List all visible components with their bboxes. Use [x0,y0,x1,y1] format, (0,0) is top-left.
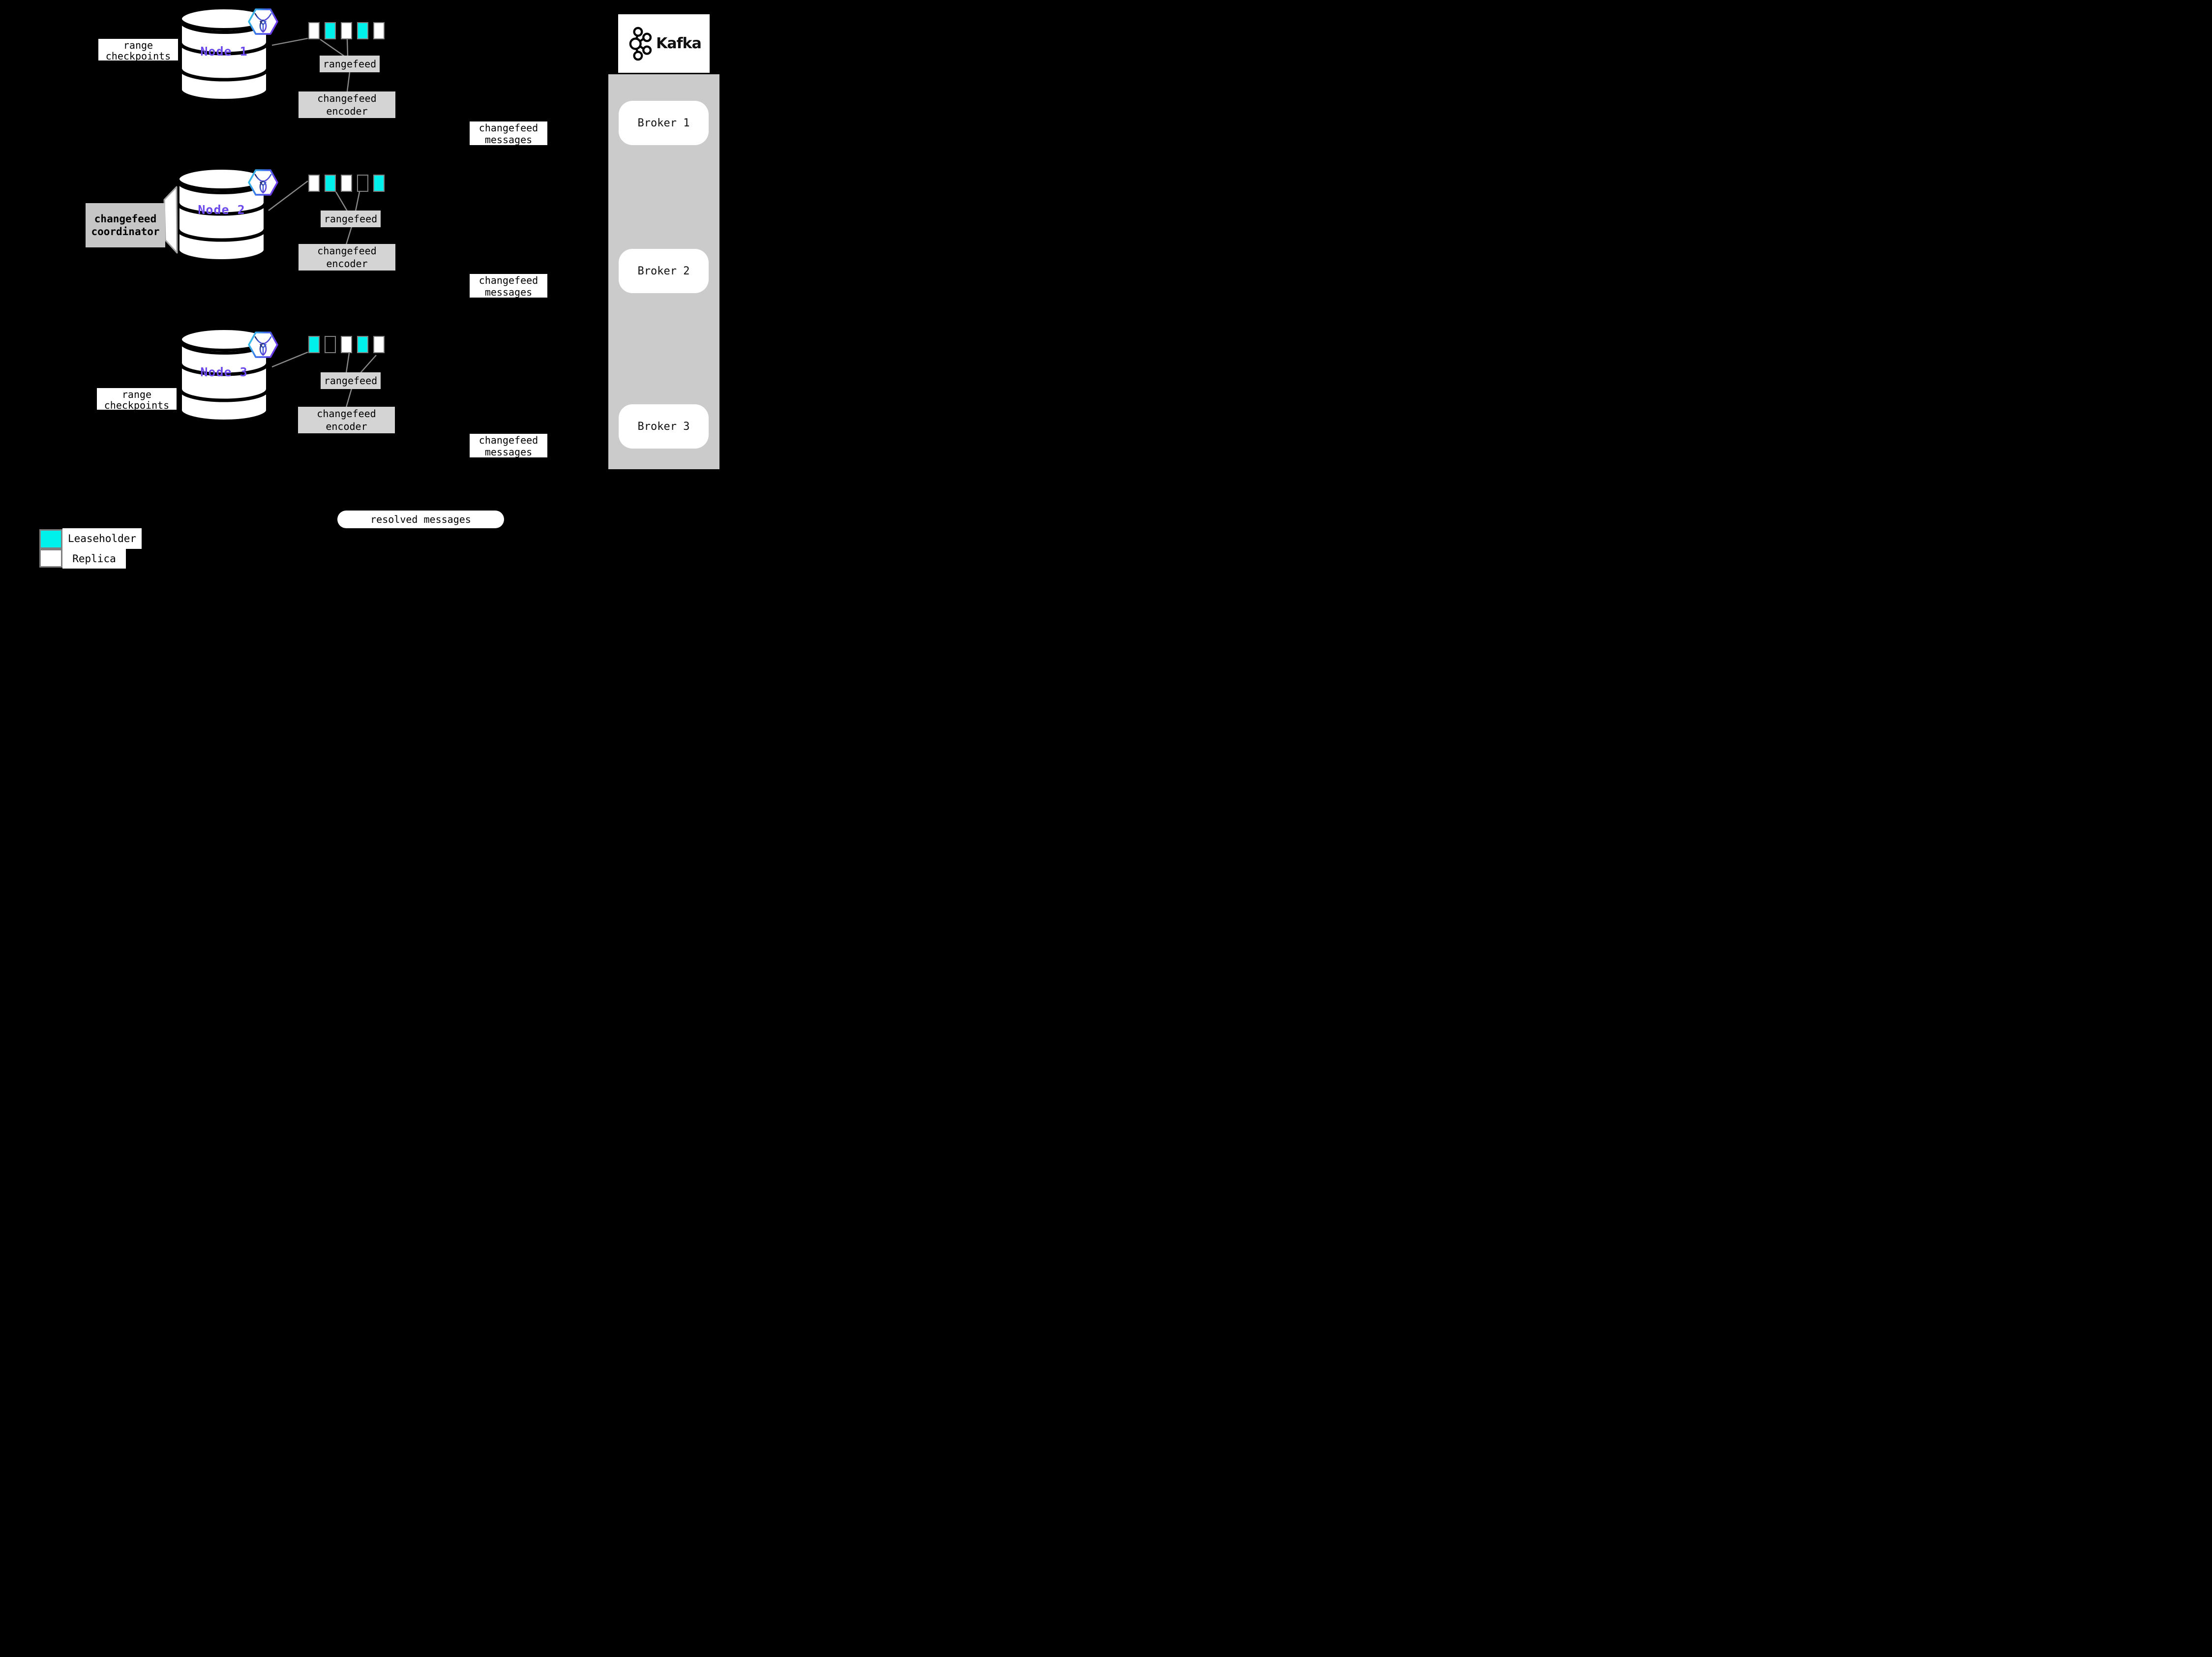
node1-rangefeed-box: rangefeed [320,56,380,72]
leaseholder-cell [357,336,368,353]
node1-range-checkpoints-label: range checkpoints [98,39,178,60]
broker-3: Broker 3 [619,404,709,449]
changefeed-messages-label-3: changefeed messages [470,434,547,457]
broker-2: Broker 2 [619,249,709,293]
replica-cell [308,175,320,192]
replica-cell [341,22,352,39]
legend-replica-label: Replica [62,549,126,569]
legend-replica-swatch [39,549,62,568]
node2-label: Node 2 [198,203,245,217]
kafka-logo-icon [627,26,652,61]
node1-replica-row [308,22,385,39]
node3-label: Node 3 [200,365,248,379]
changefeed-messages-label-2: changefeed messages [470,274,547,298]
replica-cell [341,175,352,192]
legend-leaseholder-label: Leaseholder [62,528,142,549]
node3-replica-row [308,336,385,353]
changefeed-architecture-diagram: Node 1 Node 2 Node 3 rangefeed rangefeed… [0,0,771,577]
node2-changefeed-encoder-box: changefeed encoder [299,244,395,271]
node2-replica-row [308,175,385,192]
cockroachdb-icon [247,168,279,197]
leaseholder-cell [325,175,336,192]
empty-cell [357,175,368,192]
changefeed-coordinator-label: changefeed coordinator [86,203,165,247]
resolved-messages-pill: resolved messages [337,511,504,528]
replica-cell [341,336,352,353]
kafka-logo-box: Kafka [618,14,710,73]
cockroachdb-icon [247,331,279,359]
leaseholder-cell [357,22,368,39]
replica-cell [373,22,385,39]
leaseholder-cell [308,336,320,353]
broker-1: Broker 1 [619,101,709,145]
cockroachdb-icon [247,7,279,36]
replica-cell [373,336,385,353]
leaseholder-cell [325,22,336,39]
node3-rangefeed-box: rangefeed [321,372,381,389]
replica-cell [308,22,320,39]
legend-leaseholder-swatch [39,529,62,549]
leaseholder-cell [373,175,385,192]
kafka-brand-text: Kafka [656,35,702,52]
node3-changefeed-encoder-box: changefeed encoder [298,407,395,433]
node3-range-checkpoints-label: range checkpoints [97,388,177,410]
node1-label: Node 1 [200,44,248,59]
changefeed-messages-label-1: changefeed messages [470,121,547,145]
node1-changefeed-encoder-box: changefeed encoder [299,91,395,118]
empty-cell [325,336,336,353]
node2-rangefeed-box: rangefeed [321,211,381,227]
